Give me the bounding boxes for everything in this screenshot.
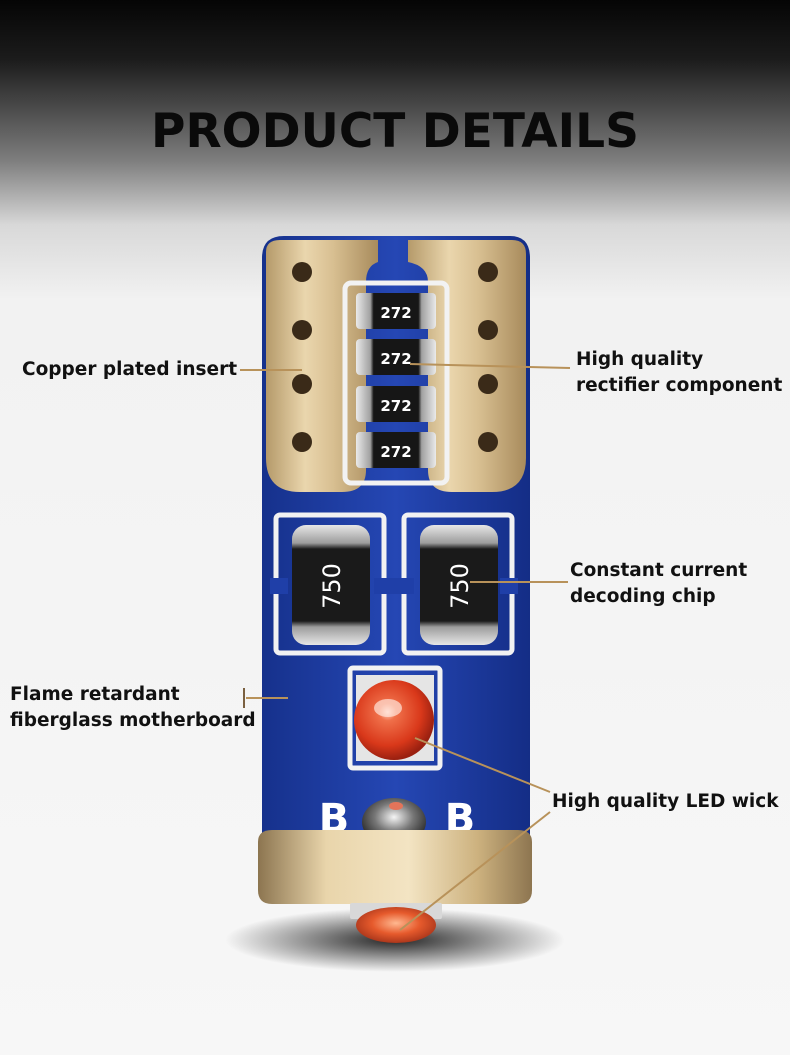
frame-gap-left <box>270 578 288 594</box>
resistor-1-code: 272 <box>380 304 411 322</box>
label-fiberglass-board: Flame retardant fiberglass motherboard <box>10 682 256 734</box>
leader-lines <box>240 363 571 931</box>
label-chip-line2: decoding chip <box>570 586 716 607</box>
label-flame-line1: Flame retardant <box>10 684 180 705</box>
label-flame-line2: fiberglass motherboard <box>10 710 256 731</box>
led-chip <box>354 680 434 760</box>
page-title: PRODUCT DETAILS <box>151 104 639 159</box>
label-copper-insert: Copper plated insert <box>22 359 238 380</box>
label-decoding-chip: Constant current decoding chip <box>570 558 747 610</box>
label-rectifier: High quality rectifier component <box>576 347 782 399</box>
bottom-led <box>356 907 436 943</box>
resistor-3-code: 272 <box>380 397 411 415</box>
led-highlight <box>374 699 402 717</box>
resistor-4-code: 272 <box>380 443 411 461</box>
label-rectifier-line2: rectifier component <box>576 375 783 396</box>
frame-gap-right <box>374 578 414 594</box>
label-led-wick: High quality LED wick <box>552 791 779 812</box>
resistor-2-code: 272 <box>380 350 411 368</box>
gold-base <box>258 830 532 904</box>
chip-right <box>420 525 498 645</box>
copper-pad-left <box>266 240 378 492</box>
label-chip-line1: Constant current <box>570 560 748 581</box>
resistor-array <box>356 293 436 468</box>
chip-left-code: 750 <box>318 563 346 609</box>
resistor-frame <box>342 280 450 486</box>
chip-left <box>292 525 370 645</box>
metal-glint <box>389 802 403 810</box>
frame-gap-far-right <box>500 578 518 594</box>
pad-holes <box>292 262 498 452</box>
label-rectifier-line1: High quality <box>576 349 704 370</box>
chip-right-code: 750 <box>446 563 474 609</box>
led-frame <box>347 665 443 771</box>
